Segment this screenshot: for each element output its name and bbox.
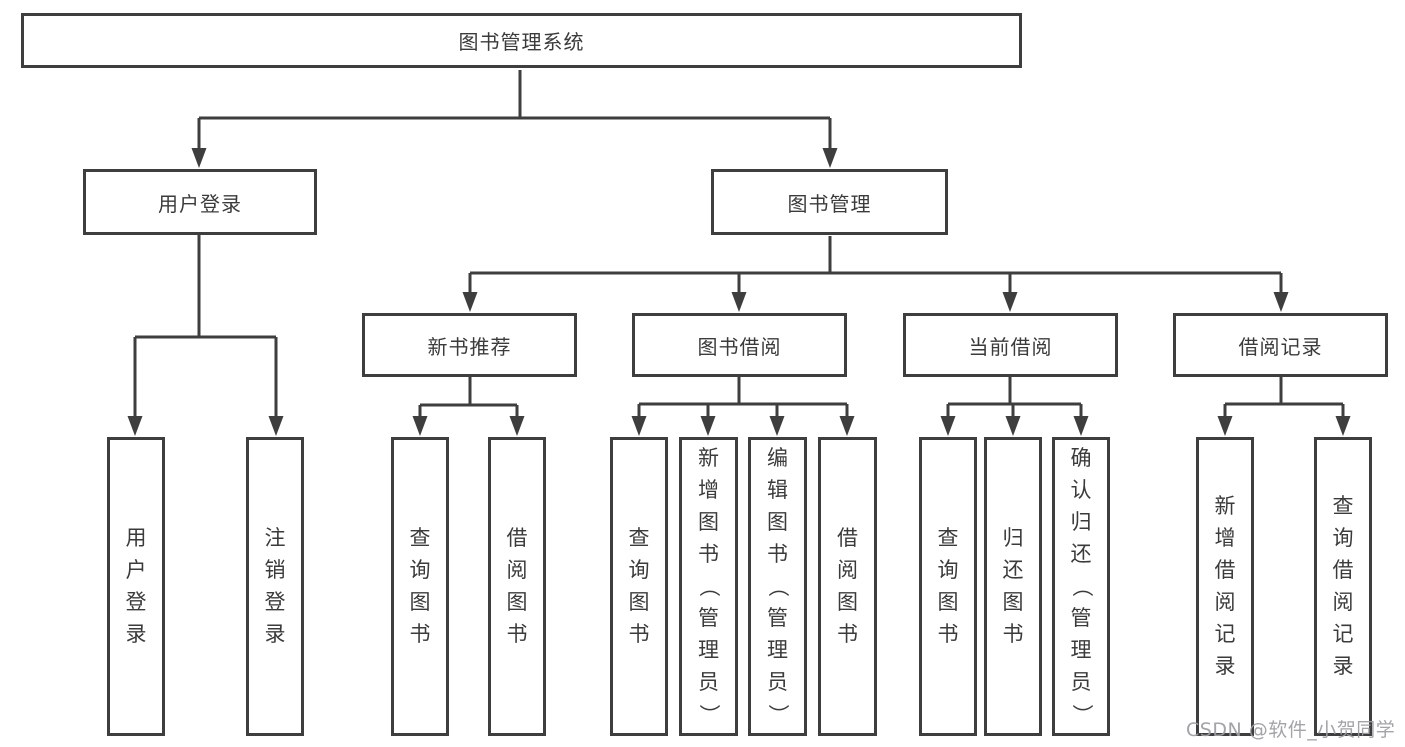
leaf-current-return-books-label: 归还图书 bbox=[1002, 526, 1024, 646]
node-user-login: 用户登录 bbox=[83, 169, 317, 235]
node-root: 图书管理系统 bbox=[21, 13, 1022, 68]
leaf-records-query-record: 查询借阅记录 bbox=[1314, 437, 1372, 736]
leaf-borrow-borrow-books-label: 借阅图书 bbox=[837, 526, 858, 646]
leaf-borrow-add-books-admin: 新增图书（管理员） bbox=[679, 437, 738, 736]
leaf-user-login-label: 用户登录 bbox=[125, 526, 147, 646]
leaf-borrow-add-books-admin-label: 新增图书（管理员） bbox=[697, 446, 721, 726]
node-current-borrow-label: 当前借阅 bbox=[968, 334, 1053, 359]
node-book-borrow-label: 图书借阅 bbox=[697, 334, 782, 359]
leaf-current-return-books: 归还图书 bbox=[984, 437, 1042, 736]
leaf-newbook-borrow-books-label: 借阅图书 bbox=[506, 526, 528, 646]
leaf-borrow-edit-books-admin: 编辑图书（管理员） bbox=[748, 437, 807, 736]
node-book-management: 图书管理 bbox=[711, 169, 948, 235]
leaf-current-confirm-return-admin: 确认归还（管理员） bbox=[1052, 437, 1110, 736]
node-book-management-label: 图书管理 bbox=[787, 191, 872, 216]
leaf-newbook-query-books-label: 查询图书 bbox=[409, 526, 431, 646]
leaf-current-query-books-label: 查询图书 bbox=[937, 526, 959, 646]
leaf-logout-label: 注销登录 bbox=[264, 526, 286, 646]
leaf-borrow-borrow-books: 借阅图书 bbox=[818, 437, 877, 736]
node-new-book-recommend: 新书推荐 bbox=[362, 313, 577, 377]
leaf-current-query-books: 查询图书 bbox=[919, 437, 977, 736]
watermark: CSDN @软件_小贺同学 bbox=[1186, 719, 1396, 741]
leaf-user-login: 用户登录 bbox=[107, 437, 165, 736]
leaf-records-query-record-label: 查询借阅记录 bbox=[1332, 494, 1354, 678]
leaf-newbook-query-books: 查询图书 bbox=[391, 437, 449, 736]
leaf-newbook-borrow-books: 借阅图书 bbox=[488, 437, 546, 736]
node-book-borrow: 图书借阅 bbox=[632, 313, 847, 377]
node-user-login-label: 用户登录 bbox=[158, 191, 242, 216]
node-new-book-recommend-label: 新书推荐 bbox=[427, 334, 512, 359]
leaf-logout: 注销登录 bbox=[246, 437, 304, 736]
node-borrow-records: 借阅记录 bbox=[1173, 313, 1388, 377]
leaf-borrow-edit-books-admin-label: 编辑图书（管理员） bbox=[766, 446, 790, 726]
node-borrow-records-label: 借阅记录 bbox=[1238, 334, 1323, 359]
leaf-records-add-record: 新增借阅记录 bbox=[1196, 437, 1254, 736]
leaf-borrow-query-books-label: 查询图书 bbox=[628, 526, 650, 646]
leaf-current-confirm-return-admin-label: 确认归还（管理员） bbox=[1069, 446, 1094, 726]
node-root-label: 图书管理系统 bbox=[458, 30, 585, 54]
leaf-borrow-query-books: 查询图书 bbox=[610, 437, 668, 736]
node-current-borrow: 当前借阅 bbox=[903, 313, 1118, 377]
leaf-records-add-record-label: 新增借阅记录 bbox=[1214, 494, 1236, 678]
